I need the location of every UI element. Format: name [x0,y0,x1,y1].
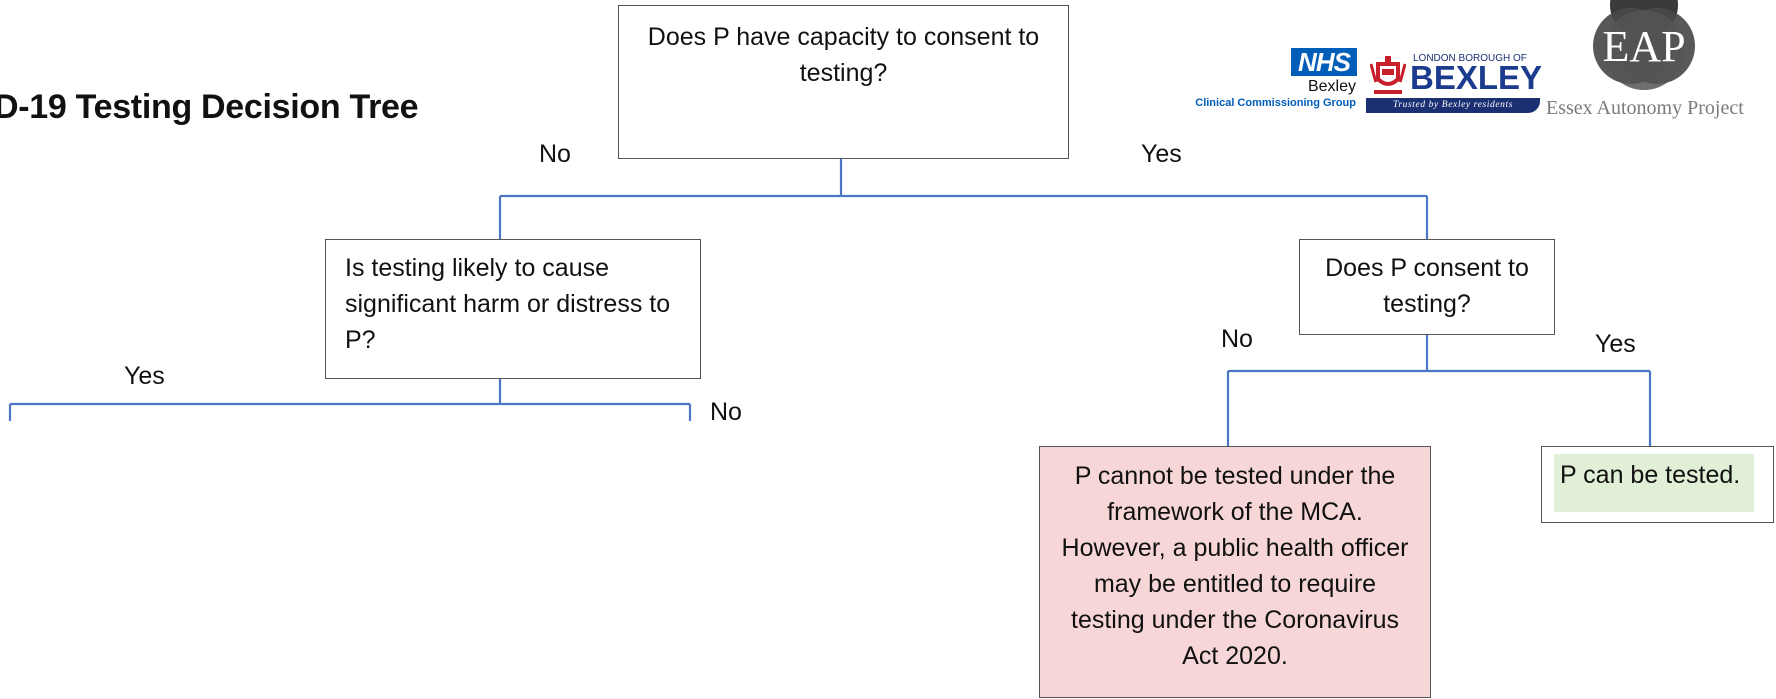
bexley-logo-name: BEXLEY [1410,59,1543,96]
node-consent-text: Does P consent to testing? [1325,254,1529,318]
edge-label-capacity-no: No [539,140,571,168]
nhs-logo-subtitle: Clinical Commissioning Group [1195,97,1356,109]
nhs-logo-mark: NHS [1291,48,1357,76]
diagram-title: D-19 Testing Decision Tree [0,88,419,126]
node-consent: Does P consent to testing? [1299,239,1555,335]
edge-label-harm-yes: Yes [124,362,165,390]
bexley-logo-top-line: LONDON BOROUGH OF [1413,53,1527,64]
eap-logo-circles-icon [1593,0,1695,90]
bexley-logo-tagline: Trusted by Bexley residents [1366,98,1540,113]
eap-logo-name: Essex Autonomy Project [1546,97,1744,119]
node-can-test-fill [1554,454,1754,512]
edge-label-consent-yes: Yes [1595,330,1636,358]
node-can-test-text: P can be tested. [1560,461,1741,489]
node-harm: Is testing likely to cause significant h… [325,239,701,379]
nhs-logo-name: Bexley [1307,78,1356,95]
edge-label-harm-no: No [710,398,742,426]
edge-label-capacity-yes: Yes [1141,140,1182,168]
node-cannot-test: P cannot be tested under the framework o… [1039,446,1431,698]
bexley-crest-icon [1370,56,1406,94]
node-harm-text: Is testing likely to cause significant h… [345,254,671,354]
eap-logo-mark: EAP [1602,22,1686,71]
node-cannot-test-text: P cannot be tested under the framework o… [1061,462,1409,670]
edge-label-consent-no: No [1221,325,1253,353]
node-capacity: Does P have capacity to consent to testi… [618,5,1069,159]
node-capacity-text: Does P have capacity to consent to testi… [647,23,1040,87]
